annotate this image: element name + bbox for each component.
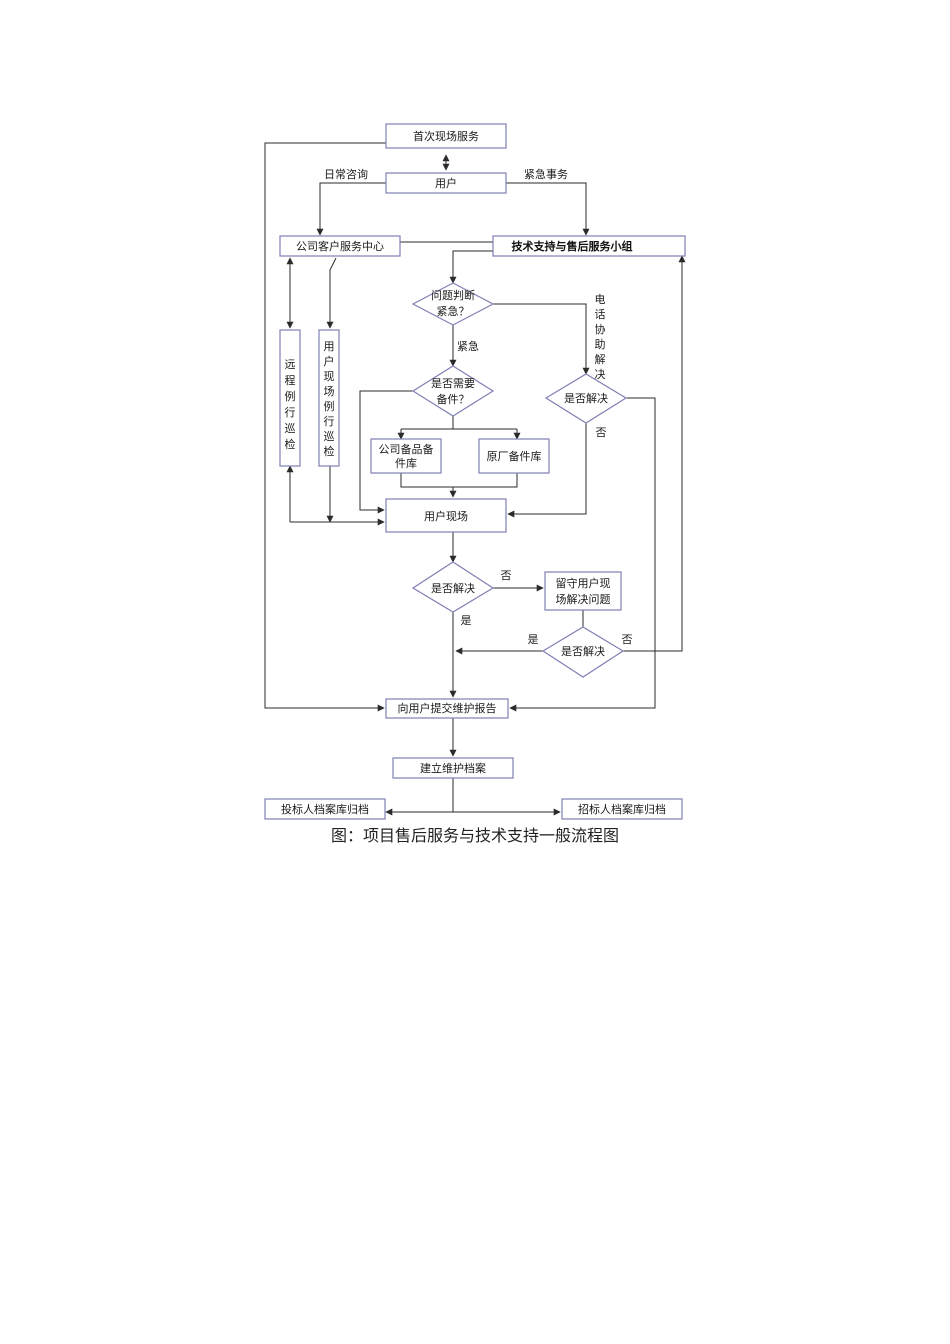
svg-text:巡: 巡 (324, 430, 335, 443)
node-company-parts: 公司备品备 件库 (370, 438, 442, 474)
svg-text:是否解决: 是否解决 (561, 644, 605, 658)
label-phone-assist-1: 话 (595, 308, 606, 321)
edge-tech-judge (449, 250, 493, 284)
node-remote-inspection: 远 程 例 行 巡 检 (279, 329, 301, 467)
svg-text:原厂备件库: 原厂备件库 (487, 449, 542, 463)
node-first-visit: 首次现场服务 (385, 123, 507, 149)
svg-text:技术支持与售后服务小组: 技术支持与售后服务小组 (512, 239, 633, 253)
edges (264, 142, 686, 816)
node-need-parts: 是否需要 备件？ (411, 365, 495, 417)
svg-text:投标人档案库归档: 投标人档案库归档 (281, 802, 369, 816)
svg-text:巡: 巡 (285, 422, 296, 435)
node-tender-archive: 招标人档案库归档 (561, 798, 683, 820)
label-no-stay: 否 (622, 633, 633, 646)
svg-text:场解决问题: 场解决问题 (556, 592, 611, 606)
edge-labels: 日常咨询 紧急事务 紧急 电 话 协 助 解 决 否 否 是 是 否 (324, 167, 633, 646)
svg-text:紧急？: 紧急？ (437, 304, 470, 318)
node-factory-parts: 原厂备件库 (478, 438, 550, 474)
svg-text:行: 行 (324, 415, 335, 428)
svg-text:备件？: 备件？ (437, 392, 470, 406)
label-phone-assist-0: 电 (595, 293, 606, 306)
figure-caption: 图：项目售后服务与技术支持一般流程图 (330, 826, 619, 845)
svg-text:户: 户 (324, 354, 335, 368)
node-tech-team: 技术支持与售后服务小组 (492, 235, 686, 257)
svg-text:现: 现 (324, 370, 335, 383)
svg-text:远: 远 (285, 358, 296, 371)
svg-text:用户: 用户 (435, 176, 457, 190)
edge-phone-site (507, 423, 587, 518)
svg-text:用: 用 (324, 340, 335, 353)
svg-text:首次现场服务: 首次现场服务 (413, 129, 479, 143)
label-urgent: 紧急 (457, 339, 479, 353)
svg-text:行: 行 (285, 406, 296, 419)
svg-text:场: 场 (324, 384, 335, 398)
label-yes-stay: 是 (528, 633, 539, 646)
svg-text:公司备品备: 公司备品备 (379, 442, 434, 456)
edge-need-site (359, 390, 413, 514)
svg-text:是否解决: 是否解决 (431, 581, 475, 595)
node-user-site: 用户现场 (385, 498, 507, 533)
node-site-inspection: 用 户 现 场 例 行 巡 检 (318, 329, 340, 467)
node-submit-report: 向用户提交维护报告 (385, 698, 509, 719)
edge-phone-report (509, 397, 656, 712)
label-phone-assist-3: 助 (595, 337, 606, 351)
svg-text:问题判断: 问题判断 (431, 288, 475, 302)
node-solved-phone: 是否解决 (544, 373, 628, 424)
svg-text:用户现场: 用户现场 (424, 509, 468, 523)
edge-first-report (264, 142, 386, 712)
svg-text:例: 例 (285, 389, 296, 403)
node-user: 用户 (385, 172, 507, 194)
svg-text:例: 例 (324, 399, 335, 413)
label-yes-site: 是 (461, 614, 472, 627)
label-no-phone: 否 (596, 426, 607, 439)
svg-text:是否需要: 是否需要 (431, 377, 475, 390)
svg-text:向用户提交维护报告: 向用户提交维护报告 (398, 701, 497, 715)
node-judge-urgent: 问题判断 紧急？ (411, 282, 495, 326)
label-phone-assist-4: 解 (595, 352, 606, 366)
node-stay-on-site: 留守用户现 场解决问题 (544, 571, 622, 611)
svg-text:程: 程 (285, 374, 296, 387)
svg-text:件库: 件库 (395, 457, 417, 470)
label-urgent-matter: 紧急事务 (524, 167, 568, 181)
svg-text:公司客户服务中心: 公司客户服务中心 (296, 239, 384, 253)
label-no-site: 否 (501, 569, 512, 582)
node-solved-site: 是否解决 (411, 561, 495, 613)
svg-text:招标人档案库归档: 招标人档案库归档 (578, 802, 666, 816)
edge-user-tech (506, 182, 590, 236)
edge-judge-phone (493, 303, 590, 375)
label-daily-consult: 日常咨询 (324, 167, 368, 181)
node-create-archive: 建立维护档案 (392, 757, 514, 779)
svg-text:是否解决: 是否解决 (564, 391, 608, 405)
svg-text:检: 检 (285, 437, 296, 451)
edge-user-center (316, 182, 386, 236)
label-phone-assist-5: 决 (595, 368, 606, 381)
svg-text:留守用户现: 留守用户现 (556, 576, 611, 590)
svg-text:建立维护档案: 建立维护档案 (420, 761, 486, 775)
flowchart: 首次现场服务 用户 公司客户服务中心 技术支持与售后服务小组 问题判断 紧急？ … (264, 123, 686, 820)
label-phone-assist-2: 协 (595, 322, 606, 336)
svg-text:检: 检 (324, 444, 335, 458)
node-bid-archive: 投标人档案库归档 (264, 798, 386, 820)
node-solved-stay: 是否解决 (541, 626, 625, 678)
node-service-center: 公司客户服务中心 (279, 235, 401, 257)
